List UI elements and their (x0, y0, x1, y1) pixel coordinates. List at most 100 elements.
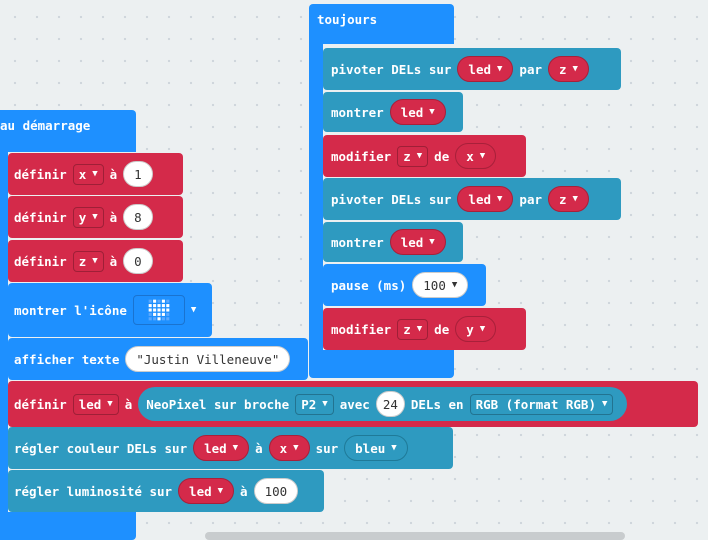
y-value-input[interactable]: 8 (123, 204, 153, 230)
show-string-label: afficher texte (14, 351, 120, 367)
to-label: à (255, 440, 263, 456)
chevron-down-icon: ▼ (92, 256, 98, 266)
show-led-block-2[interactable]: montrer led▼ (323, 222, 463, 262)
color-label: bleu (355, 440, 386, 456)
pin-dropdown[interactable]: P2 ▼ (295, 393, 334, 415)
z-label: z (403, 321, 411, 337)
led-count-input[interactable]: 24 (375, 391, 405, 417)
show-led-block[interactable]: montrer led▼ (323, 92, 463, 132)
set-x-block[interactable]: définir x▼ à 1 (8, 153, 183, 195)
value-text: 0 (134, 253, 142, 269)
to-label: à (109, 209, 118, 225)
rotate-leds-block-2[interactable]: pivoter DELs sur led▼ par z▼ (323, 178, 621, 220)
led-variable-pill[interactable]: led▼ (457, 56, 514, 82)
z-dropdown[interactable]: z▼ (397, 318, 429, 340)
to-label: à (109, 253, 118, 269)
chevron-down-icon: ▼ (232, 443, 239, 453)
toujours-footer (309, 350, 454, 378)
z-variable-pill[interactable]: z▼ (548, 186, 589, 212)
chevron-down-icon: ▼ (429, 107, 435, 117)
heart-icon[interactable] (132, 295, 185, 325)
x-variable-pill[interactable]: x▼ (455, 143, 497, 169)
brightness-value: 100 (264, 483, 288, 499)
horizontal-scrollbar[interactable] (205, 532, 625, 540)
set-pixel-color-block[interactable]: régler couleur DELs sur led▼ à x▼ sur bl… (8, 427, 453, 469)
pause-label: pause (ms) (331, 277, 407, 293)
chevron-down-icon: ▼ (107, 399, 113, 409)
on-start-footer (0, 512, 136, 540)
show-label: montrer (331, 234, 384, 250)
x-label: x (279, 440, 288, 456)
led-variable-pill[interactable]: led▼ (178, 478, 235, 504)
chevron-down-icon: ▼ (479, 324, 486, 334)
toujours-block[interactable]: toujours (309, 4, 454, 44)
z-label: z (559, 61, 567, 77)
set-pixel-color-label: régler couleur DELs sur (14, 440, 188, 456)
change-z-by-x-block[interactable]: modifier z▼ de x▼ (323, 135, 526, 177)
z-label: z (78, 253, 87, 269)
chevron-down-icon[interactable]: ▼ (190, 305, 197, 315)
neopixel-pin-label: NeoPixel sur broche (146, 396, 290, 412)
color-dropdown[interactable]: bleu ▼ (344, 435, 408, 461)
set-led-neopixel-block[interactable]: définir led▼ à NeoPixel sur broche P2▼ a… (8, 381, 698, 427)
text-value: "Justin Villeneuve" (136, 351, 280, 367)
z-dropdown[interactable]: z▼ (397, 145, 429, 167)
y-label: y (466, 321, 474, 337)
pin-label: P2 (301, 396, 317, 412)
neopixel-create-block[interactable]: NeoPixel sur broche P2▼ avec 24 DELs en … (138, 387, 628, 421)
on-start-block[interactable]: au démarrage (0, 110, 136, 152)
chevron-down-icon: ▼ (572, 194, 578, 204)
with-label: avec (339, 396, 370, 412)
change-label: modifier (331, 148, 392, 164)
x-label: x (466, 148, 474, 164)
pause-block[interactable]: pause (ms) 100 ▼ (323, 264, 486, 306)
x-dropdown[interactable]: x▼ (72, 163, 104, 185)
on-start-title: au démarrage (0, 118, 91, 133)
led-label: led (78, 396, 102, 412)
chevron-down-icon: ▼ (451, 280, 458, 290)
set-z-block[interactable]: définir z▼ à 0 (8, 240, 183, 282)
format-dropdown[interactable]: RGB (format RGB)▼ (469, 393, 614, 415)
led-dropdown[interactable]: led ▼ (72, 393, 119, 415)
led-variable-pill[interactable]: led▼ (389, 229, 446, 255)
show-icon-block[interactable]: montrer l'icône ▼ (8, 283, 212, 337)
led-variable-pill[interactable]: led▼ (389, 99, 446, 125)
led-variable-pill[interactable]: led ▼ (457, 186, 514, 212)
rotate-leds-block[interactable]: pivoter DELs sur led▼ par z▼ (323, 48, 621, 90)
rotate-leds-label: pivoter DELs sur (331, 191, 452, 207)
show-icon-label: montrer l'icône (14, 302, 127, 318)
show-string-block[interactable]: afficher texte "Justin Villeneuve" (8, 338, 308, 380)
x-value-input[interactable]: 1 (123, 161, 153, 187)
chevron-down-icon: ▼ (322, 399, 328, 409)
led-label: led (189, 483, 212, 499)
chevron-down-icon: ▼ (416, 151, 423, 161)
to-label: à (109, 166, 118, 182)
chevron-down-icon: ▼ (391, 443, 397, 453)
led-label: led (468, 191, 491, 207)
led-variable-pill[interactable]: led▼ (193, 435, 250, 461)
change-z-by-y-block[interactable]: modifier z▼ de y▼ (323, 308, 526, 350)
brightness-input[interactable]: 100 (253, 478, 299, 504)
toujours-mouth (309, 44, 323, 352)
to-label: à (124, 396, 133, 412)
pause-value-pill[interactable]: 100 ▼ (412, 272, 469, 298)
led-label: led (468, 61, 491, 77)
pause-value: 100 (423, 277, 446, 293)
led-count-value: 24 (382, 396, 398, 412)
x-variable-pill[interactable]: x▼ (268, 435, 310, 461)
text-input[interactable]: "Justin Villeneuve" (125, 346, 291, 372)
of-label: de (434, 148, 450, 164)
z-dropdown[interactable]: z▼ (72, 250, 104, 272)
chevron-down-icon: ▼ (601, 399, 608, 409)
chevron-down-icon: ▼ (497, 194, 503, 204)
show-label: montrer (331, 104, 384, 120)
set-y-block[interactable]: définir y▼ à 8 (8, 196, 183, 238)
by-label: par (519, 61, 542, 77)
z-variable-pill[interactable]: z▼ (548, 56, 589, 82)
y-dropdown[interactable]: y▼ (72, 206, 104, 228)
chevron-down-icon: ▼ (479, 151, 486, 161)
z-value-input[interactable]: 0 (123, 248, 153, 274)
y-variable-pill[interactable]: y▼ (455, 316, 497, 342)
value-text: 1 (134, 166, 142, 182)
set-brightness-block[interactable]: régler luminosité sur led▼ à 100 (8, 470, 324, 512)
